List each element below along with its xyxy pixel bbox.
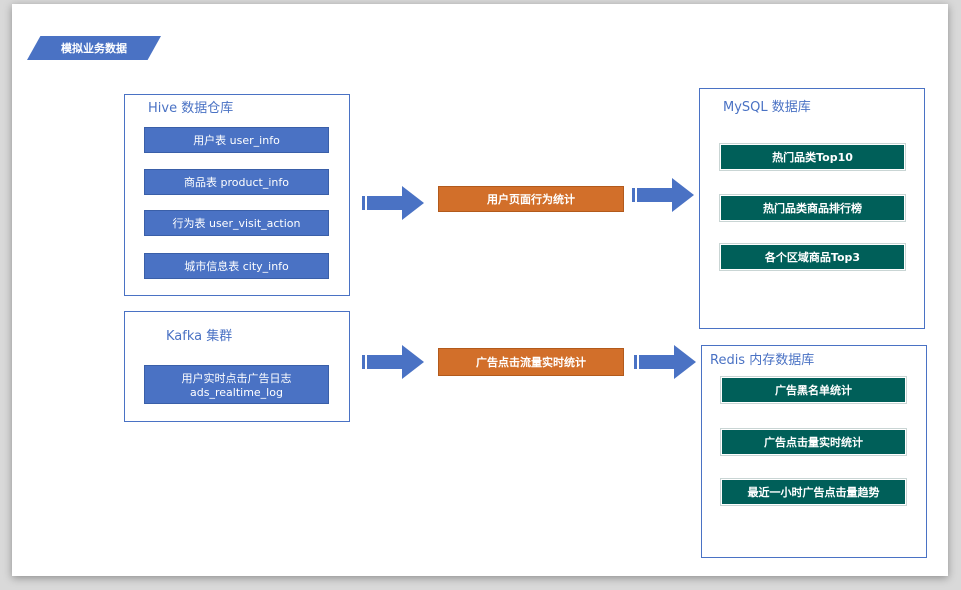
kafka-title: Kafka 集群 xyxy=(166,329,233,344)
mysql-item-top10: 热门品类Top10 xyxy=(719,143,906,171)
arrow-offline-to-mysql xyxy=(632,178,694,212)
hive-table-product: 商品表 product_info xyxy=(144,169,329,195)
hive-table-user: 用户表 user_info xyxy=(144,127,329,153)
hive-table-city: 城市信息表 city_info xyxy=(144,253,329,279)
offline-analysis-box: 用户页面行为统计 xyxy=(438,186,624,212)
section-tag: 模拟业务数据 xyxy=(27,36,161,60)
realtime-analysis-box: 广告点击流量实时统计 xyxy=(438,348,624,376)
kafka-log-line1: 用户实时点击广告日志 xyxy=(181,372,292,385)
mysql-title: MySQL 数据库 xyxy=(723,100,811,115)
arrow-hive-to-offline xyxy=(362,186,424,220)
mysql-item-ranking: 热门品类商品排行榜 xyxy=(719,194,906,222)
hive-title: Hive 数据仓库 xyxy=(148,101,234,116)
arrow-kafka-to-realtime xyxy=(362,345,424,379)
mysql-item-region-top3: 各个区域商品Top3 xyxy=(719,243,906,271)
redis-item-hour-trend: 最近一小时广告点击量趋势 xyxy=(720,478,907,506)
redis-item-realtime-clicks: 广告点击量实时统计 xyxy=(720,428,907,456)
kafka-log-box: 用户实时点击广告日志 ads_realtime_log xyxy=(144,365,329,404)
hive-table-action: 行为表 user_visit_action xyxy=(144,210,329,236)
kafka-log-line2: ads_realtime_log xyxy=(190,386,283,399)
arrow-realtime-to-redis xyxy=(634,345,696,379)
redis-item-blacklist: 广告黑名单统计 xyxy=(720,376,907,404)
redis-title: Redis 内存数据库 xyxy=(710,353,815,368)
